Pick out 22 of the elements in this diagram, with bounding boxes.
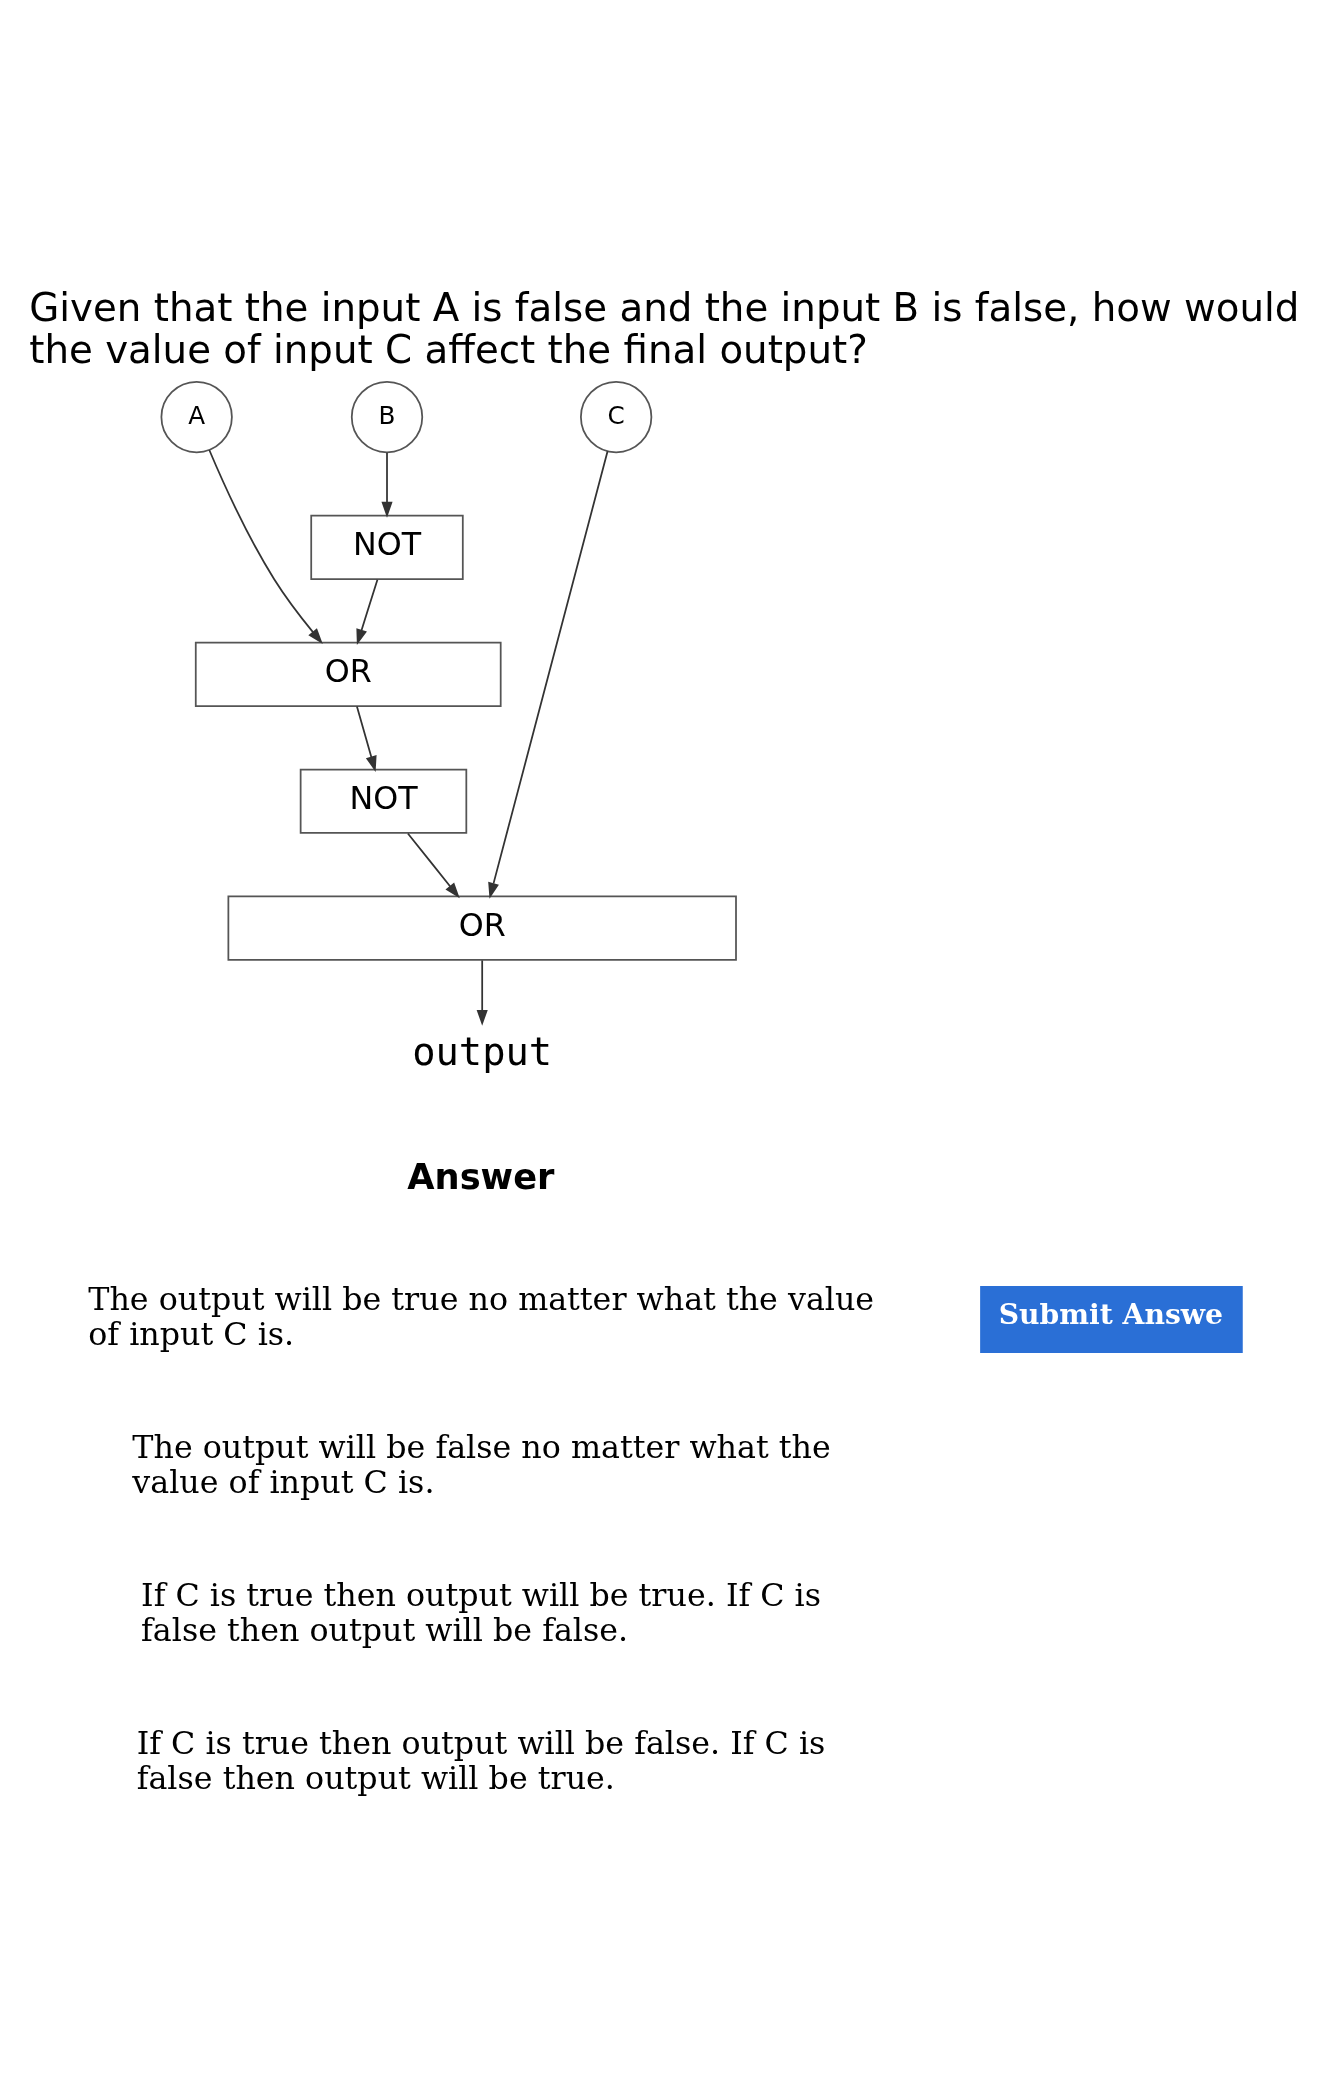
arrow [356, 578, 379, 645]
label: If C is true then output will be false. If C is false then output will be true. [136, 1724, 826, 1796]
arrow [488, 449, 609, 899]
label: Answer [407, 1155, 555, 1197]
diagram-title: Given that the input A is false and the input B is false, how would the value of input C affect the final output? [29, 284, 1300, 372]
node-box: NOT [310, 514, 464, 580]
arrow [208, 448, 323, 644]
label: The output will be true no matter what the value of input C is. [88, 1280, 875, 1352]
node-circle: A [160, 380, 233, 453]
arrow [356, 705, 377, 772]
node-text: output [412, 1028, 553, 1074]
node-circle: C [580, 380, 653, 453]
node-box: NOT [299, 768, 468, 834]
label: The output will be false no matter what the value of input C is. [132, 1428, 831, 1500]
node-circle: B [350, 380, 424, 453]
label: If C is true then output will be true. If C is false then output will be false. [141, 1576, 822, 1648]
node-box: OR [227, 895, 737, 961]
node-box: OR [194, 641, 502, 707]
label: Submit Answe [998, 1297, 1223, 1331]
arrow [381, 451, 393, 518]
arrow [476, 959, 488, 1026]
arrow [407, 832, 460, 898]
